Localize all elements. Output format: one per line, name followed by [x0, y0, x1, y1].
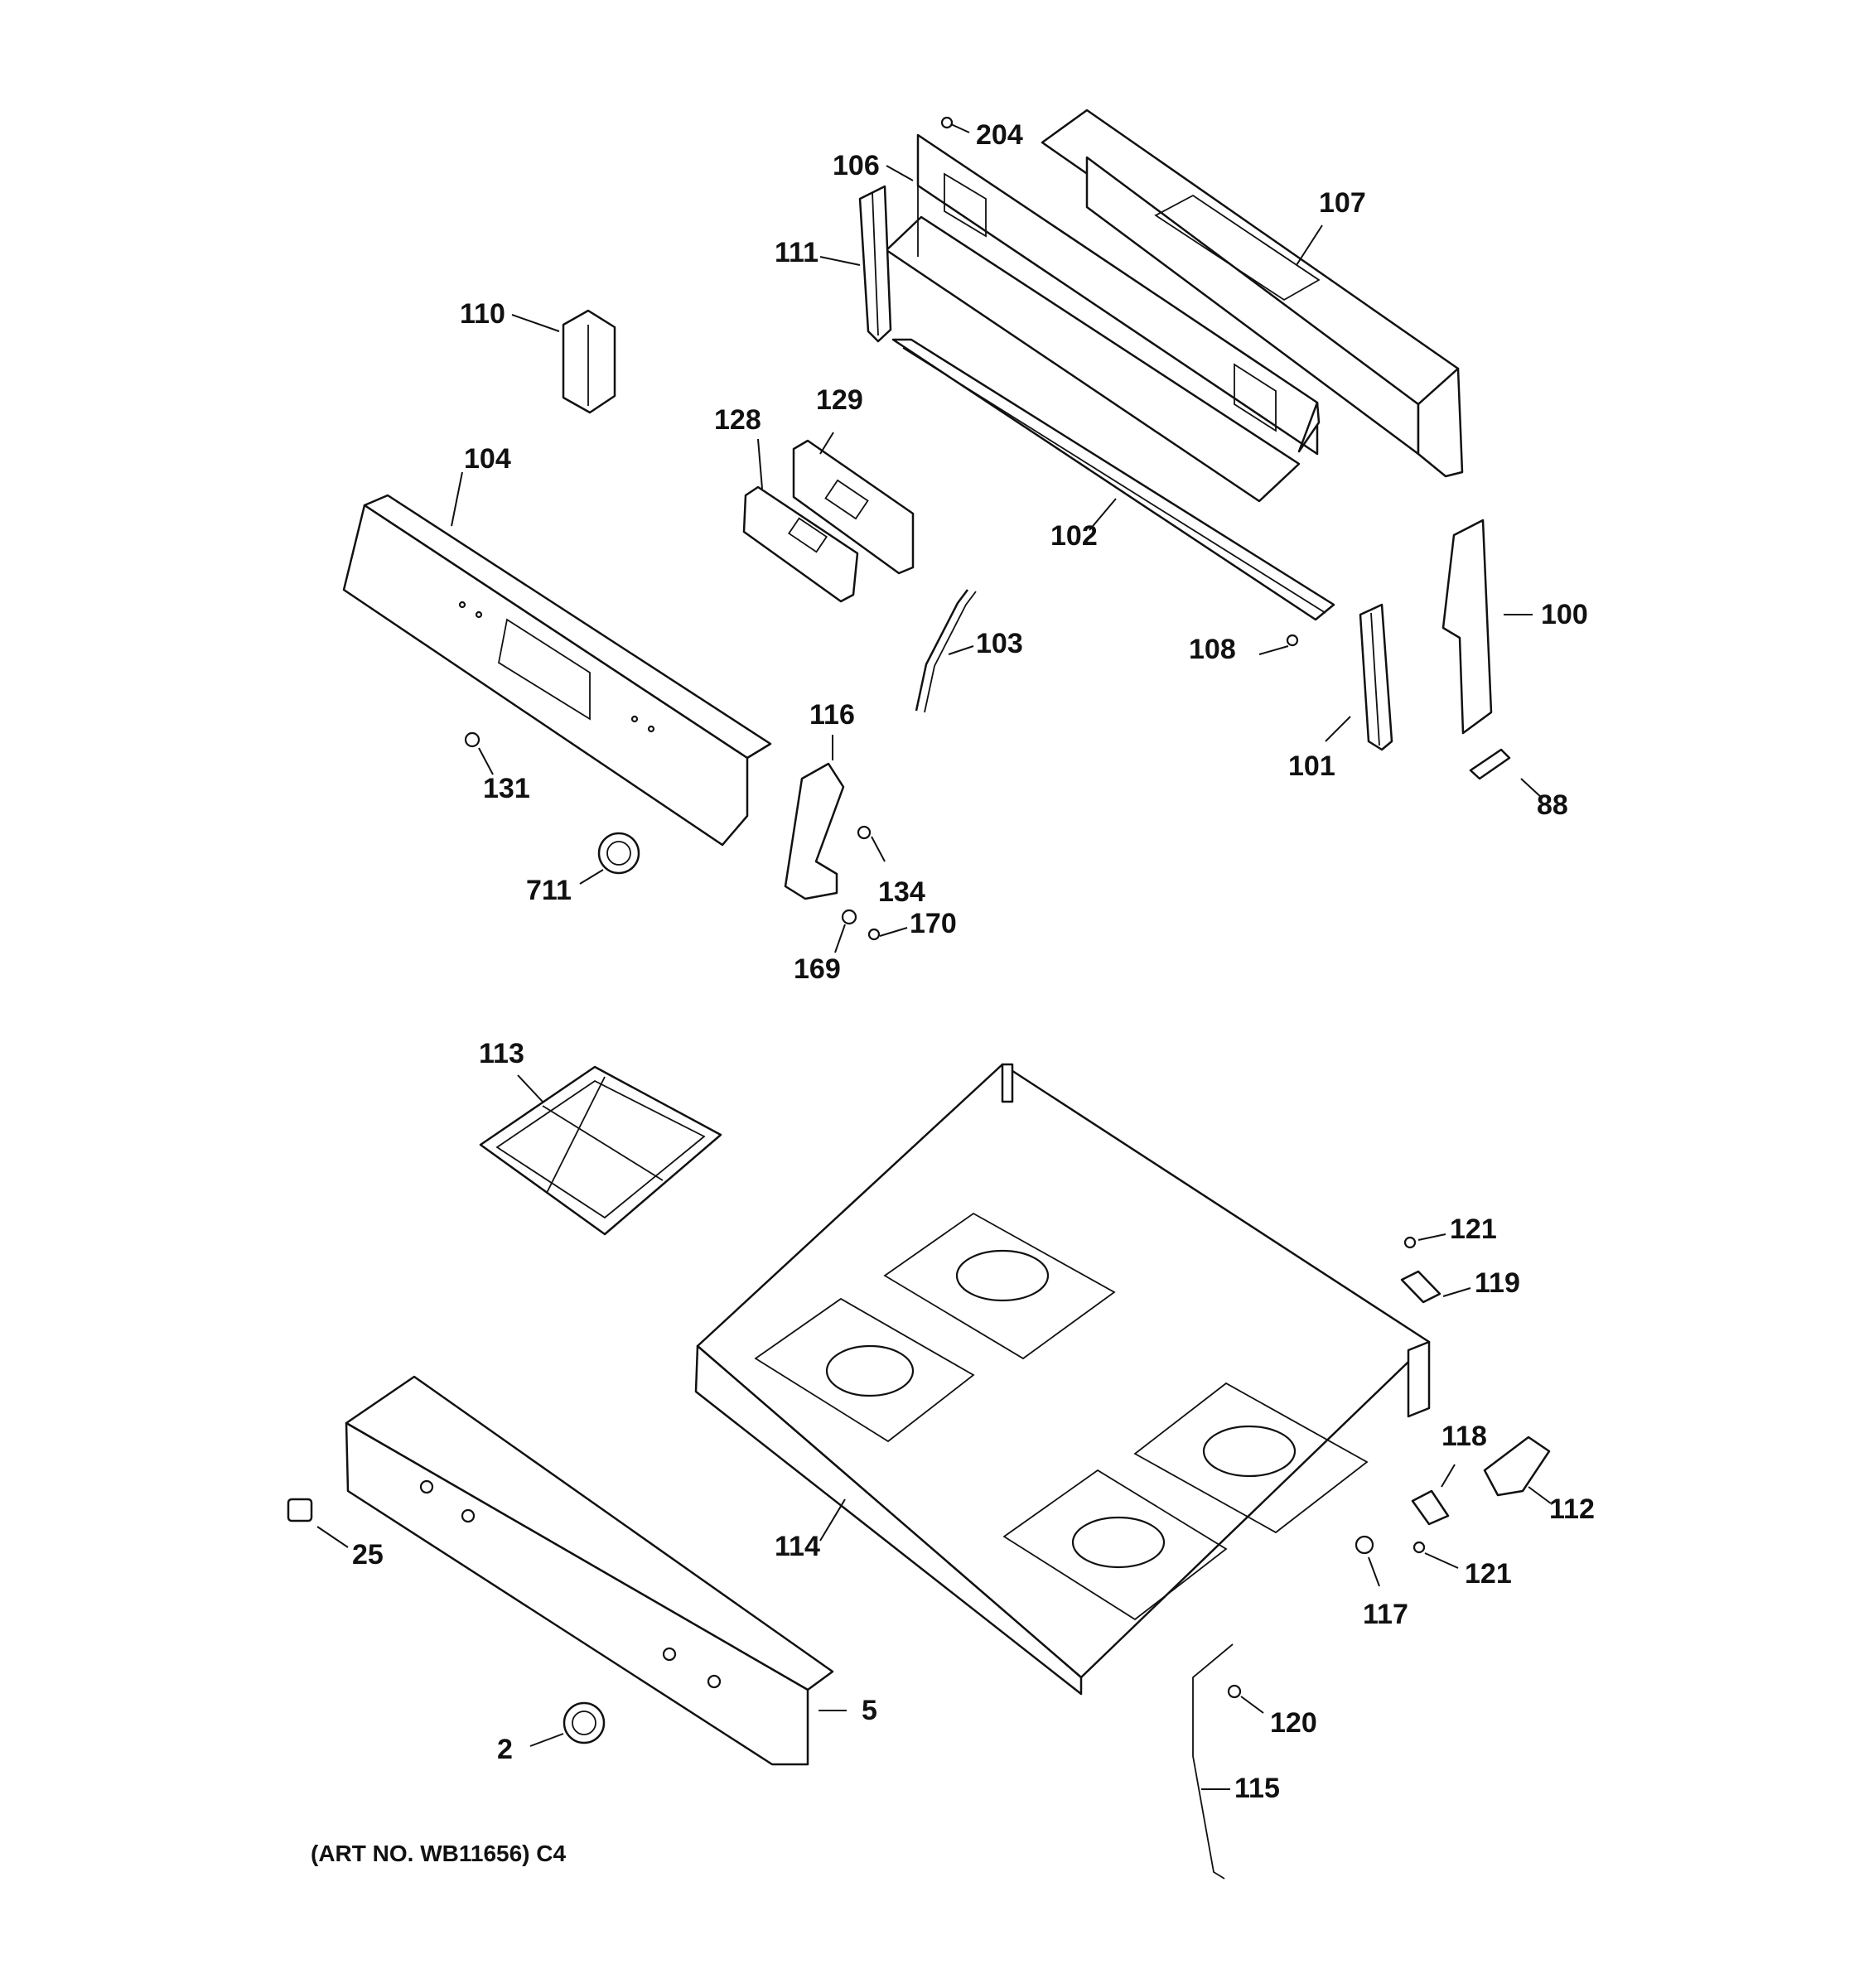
callout-106: 106 [833, 150, 880, 181]
callout-5: 5 [862, 1695, 877, 1726]
callout-128: 128 [714, 404, 761, 436]
part-115-rod [1192, 1643, 1234, 1879]
callout-111: 111 [775, 237, 819, 268]
callout-114: 114 [775, 1531, 820, 1562]
part-103-tube [915, 589, 977, 713]
part-119-hinge [1400, 1270, 1441, 1304]
callout-102: 102 [1050, 520, 1098, 552]
callout-108: 108 [1189, 634, 1236, 665]
callout-131: 131 [483, 773, 530, 804]
part-104-control-panel [342, 494, 772, 847]
part-25-clip [287, 1498, 313, 1522]
callout-121-upper: 121 [1450, 1214, 1497, 1245]
part-111-bracket [858, 185, 892, 343]
callout-110: 110 [460, 298, 505, 330]
callout-116: 116 [809, 699, 855, 731]
part-100-side-trim [1441, 519, 1493, 735]
callout-119: 119 [1475, 1267, 1520, 1299]
callout-711: 711 [526, 875, 572, 906]
callout-120: 120 [1270, 1707, 1317, 1739]
part-711-knob [597, 832, 640, 875]
part-114-cooktop [694, 1063, 1431, 1696]
part-101-bracket [1359, 603, 1393, 751]
part-113-grate [479, 1065, 722, 1236]
part-129-control-board [792, 439, 915, 575]
part-5-manifold-panel [345, 1375, 834, 1766]
art-number-caption: (ART NO. WB11656) C4 [311, 1841, 567, 1866]
callout-25: 25 [352, 1539, 384, 1571]
part-2-knob [563, 1701, 606, 1744]
callout-118: 118 [1441, 1421, 1487, 1452]
callout-134: 134 [878, 876, 925, 908]
part-102-rail [891, 338, 1335, 621]
callout-117: 117 [1363, 1599, 1408, 1630]
callout-88: 88 [1537, 789, 1568, 821]
callout-121-lower: 121 [1465, 1558, 1512, 1590]
part-128-overlay [742, 485, 859, 603]
part-110-switch [562, 309, 616, 414]
callout-2: 2 [497, 1734, 513, 1765]
callout-113: 113 [479, 1038, 524, 1069]
part-88-clip [1469, 748, 1511, 780]
part-106-frame [885, 133, 1321, 503]
callout-101: 101 [1288, 750, 1335, 782]
callout-112: 112 [1549, 1493, 1595, 1525]
callout-115: 115 [1234, 1773, 1280, 1804]
leader-lines [316, 123, 1552, 1790]
callout-204: 204 [976, 119, 1023, 151]
callout-170: 170 [910, 908, 957, 939]
callout-100: 100 [1541, 599, 1588, 630]
callout-103: 103 [976, 628, 1023, 659]
callout-169: 169 [794, 953, 841, 985]
callout-104: 104 [464, 443, 511, 475]
callout-129: 129 [816, 384, 863, 416]
part-107-rear-panel [1041, 109, 1464, 478]
callout-107: 107 [1319, 187, 1366, 219]
part-112-bracket [1483, 1436, 1551, 1497]
part-116-end-cap [784, 762, 845, 900]
fasteners [464, 116, 1426, 1699]
part-118-hinge [1411, 1489, 1450, 1526]
